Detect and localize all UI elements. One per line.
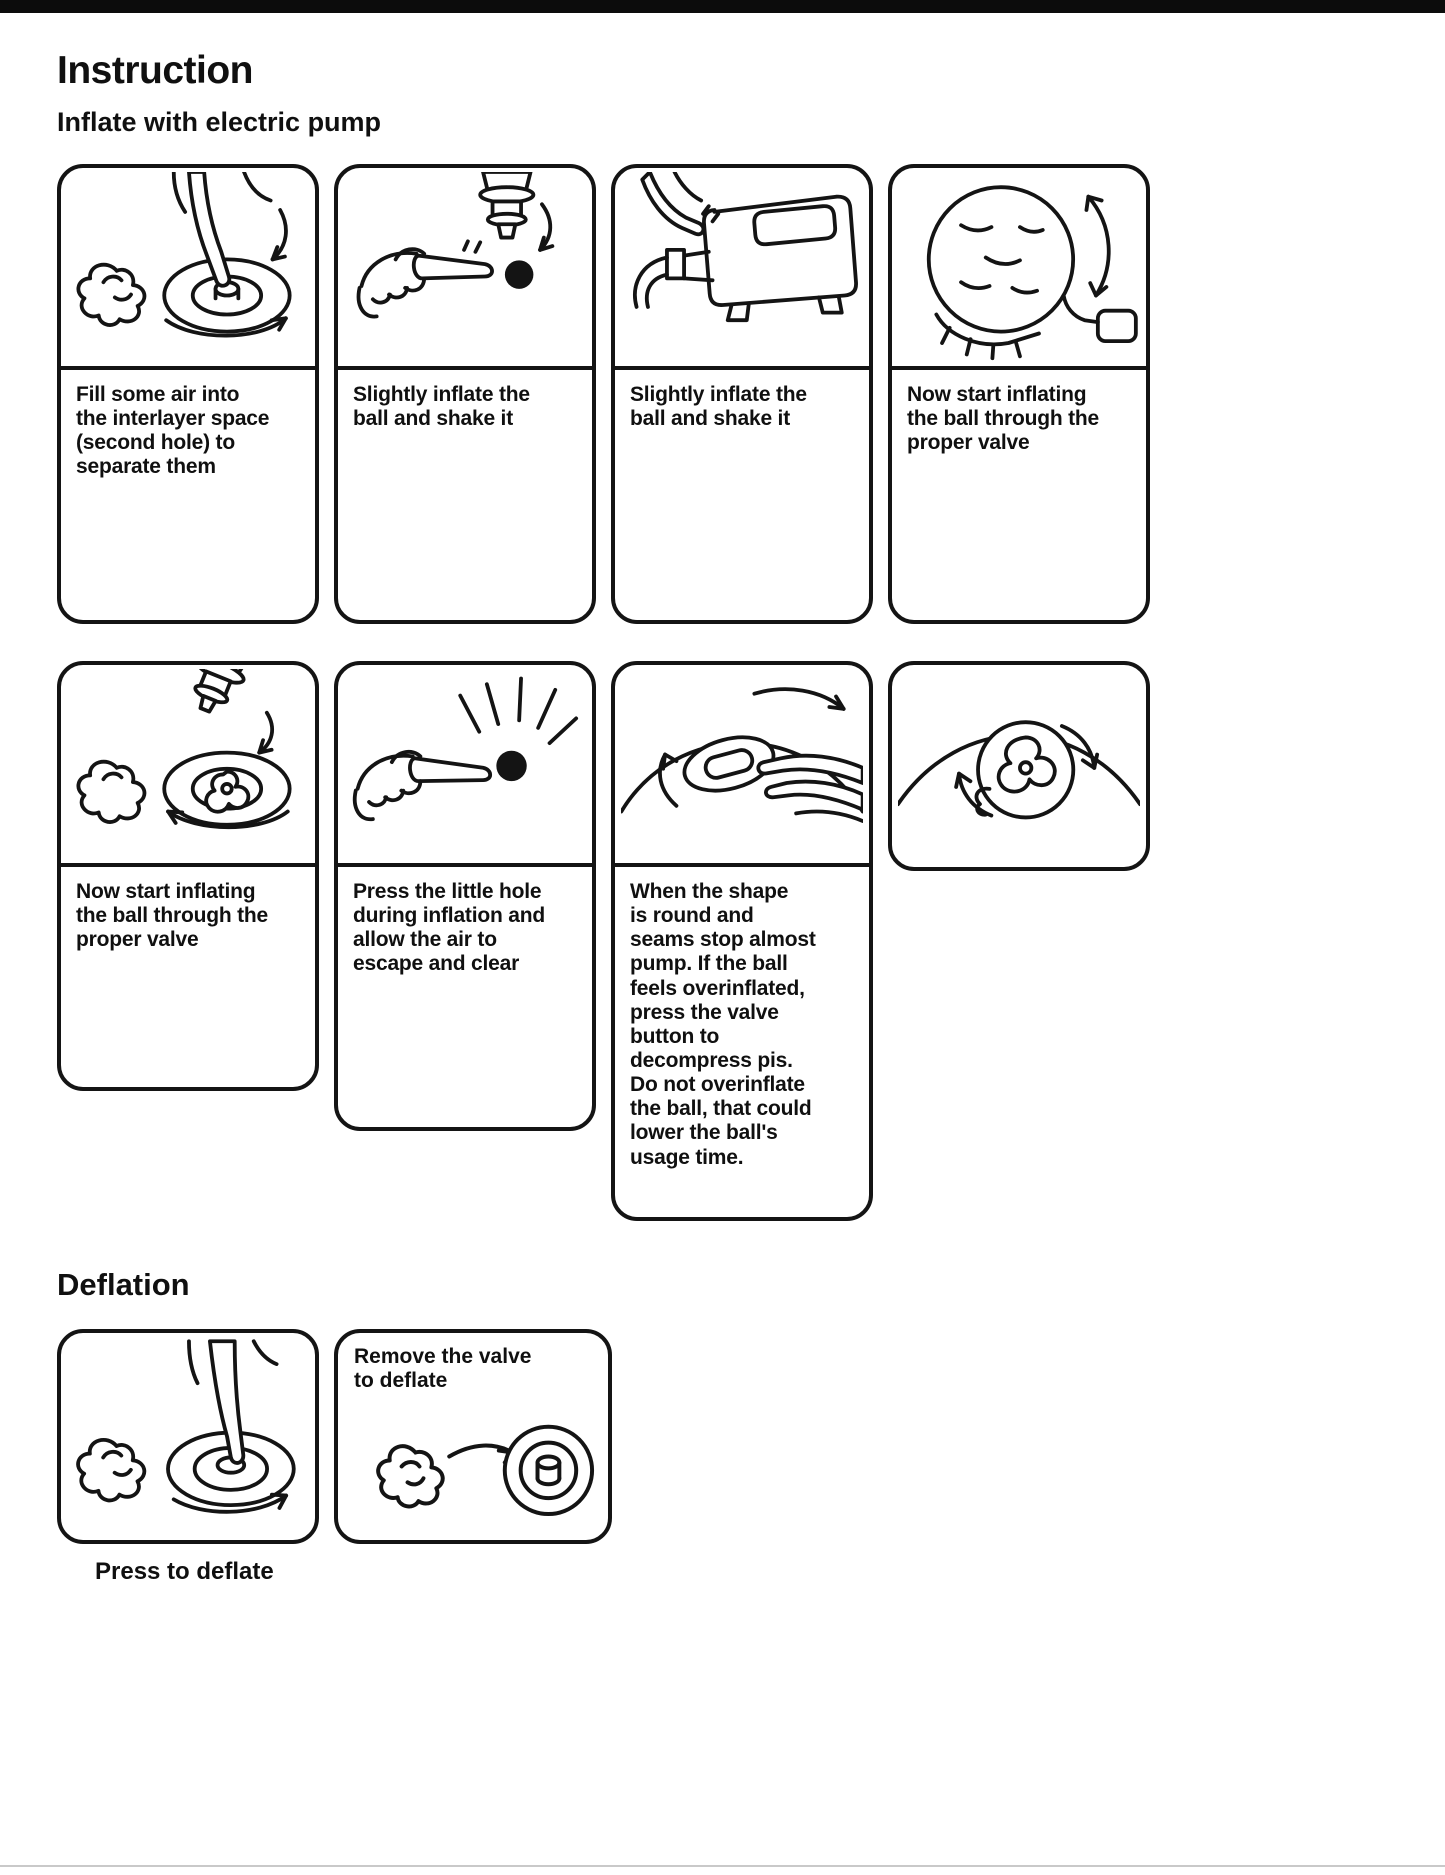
step-caption: When the shape is round and seams stop a… [630, 880, 816, 1169]
finger-pressing-valve-icon [76, 172, 292, 338]
top-border-bar [0, 0, 1445, 13]
illustration-frame [892, 665, 1146, 867]
deflate-press-caption: Press to deflate [95, 1558, 274, 1585]
step-panel-5: Now start inflating the ball through the… [57, 661, 319, 1091]
step-panel-4: Now start inflating the ball through the… [888, 164, 1150, 624]
step-caption: Press the little hole during inflation a… [353, 880, 545, 976]
step-panel-6: Press the little hole during inflation a… [334, 661, 596, 1131]
finger-pressing-hole-icon [352, 676, 579, 822]
step-caption: Slightly inflate the ball and shake it [353, 383, 530, 431]
pump-nozzle-over-hole-icon [356, 172, 555, 319]
nozzle-into-valve-icon [76, 669, 292, 830]
illustration-frame [61, 1333, 315, 1540]
step-caption: Now start inflating the ball through the… [76, 880, 268, 952]
page-title: Instruction [57, 49, 254, 92]
step-caption: Fill some air into the interlayer space … [76, 383, 270, 479]
bottom-border-line [0, 1865, 1445, 1867]
step-caption: Slightly inflate the ball and shake it [630, 383, 807, 431]
ball-rotating-with-pump-icon [926, 185, 1138, 361]
step-panel-2: Slightly inflate the ball and shake it [334, 164, 596, 624]
step-panel-3: Slightly inflate the ball and shake it [611, 164, 873, 624]
inflate-steps-row-1: Fill some air into the interlayer space … [57, 164, 1388, 624]
illustration-frame [338, 168, 592, 370]
deflate-remove-caption: Remove the valve to deflate [354, 1345, 532, 1393]
step-panel-1: Fill some air into the interlayer space … [57, 164, 319, 624]
electric-pump-icon [633, 172, 858, 323]
illustration-frame [61, 665, 315, 867]
deflation-panel-2: Remove the valve to deflate [334, 1329, 612, 1544]
illustration-frame [615, 168, 869, 370]
deflation-row: Press to deflate Remove the valve to def… [57, 1329, 1388, 1586]
illustration-frame [338, 665, 592, 867]
illustration-frame [892, 168, 1146, 370]
remove-valve-icon [376, 1425, 595, 1517]
step-panel-8 [888, 661, 1150, 871]
step-caption: Now start inflating the ball through the… [907, 383, 1099, 455]
page-content: Instruction Inflate with electric pump [0, 13, 1445, 1586]
step-panel-7: When the shape is round and seams stop a… [611, 661, 873, 1221]
finger-press-to-deflate-icon [76, 1339, 296, 1514]
hands-pressing-valve-on-ball-icon [621, 687, 863, 823]
illustration-frame [61, 168, 315, 370]
deflation-panel-1 [57, 1329, 319, 1544]
valve-rotation-on-ball-icon [898, 720, 1140, 820]
deflation-step-1: Press to deflate [57, 1329, 319, 1586]
inflate-steps-row-2: Now start inflating the ball through the… [57, 661, 1388, 1221]
illustration-frame [615, 665, 869, 867]
illustration-frame [354, 1395, 602, 1534]
section-heading-inflate: Inflate with electric pump [57, 107, 382, 137]
section-heading-deflation: Deflation [57, 1267, 190, 1302]
